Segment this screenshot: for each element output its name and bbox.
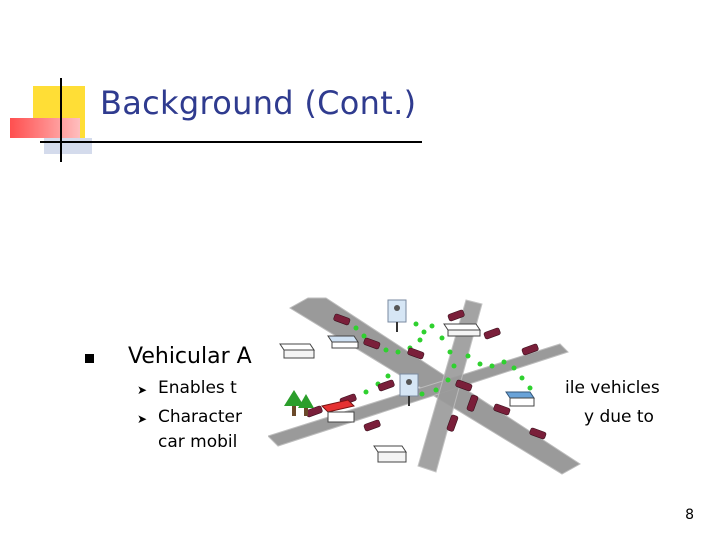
building-icon: [505, 391, 535, 407]
building-icon: [443, 323, 481, 337]
accent-red-block: [10, 118, 80, 138]
square-bullet-icon: [85, 354, 94, 363]
slide-title: Background (Cont.): [100, 84, 417, 122]
sub-bullet-2-right: y due to: [584, 407, 654, 427]
building-icon: [321, 399, 355, 423]
sub-bullet-2-continued: car mobil: [158, 432, 238, 452]
cell-tower-icon: [387, 299, 407, 332]
page-number: 8: [685, 507, 694, 523]
tree-icon: [284, 390, 314, 416]
building-icon: [327, 335, 359, 349]
road-diagonal-3: [417, 299, 483, 473]
bullet-main-text: Vehicular A: [128, 344, 252, 369]
sub-bullet-2-left: Character: [158, 407, 242, 427]
sub-bullet-1-right: ile vehicles: [565, 378, 660, 398]
car-icons: [305, 309, 547, 440]
arrow-bullet-icon: ➤: [137, 412, 148, 426]
building-icon: [373, 445, 407, 463]
title-underline: [40, 141, 422, 143]
title-vertical-rule: [60, 78, 62, 162]
vehicular-network-illustration: [268, 297, 581, 475]
arrow-bullet-icon: ➤: [137, 383, 148, 397]
building-icon: [279, 343, 315, 359]
sub-bullet-1-left: Enables t: [158, 378, 237, 398]
cell-tower-icon: [399, 373, 419, 406]
